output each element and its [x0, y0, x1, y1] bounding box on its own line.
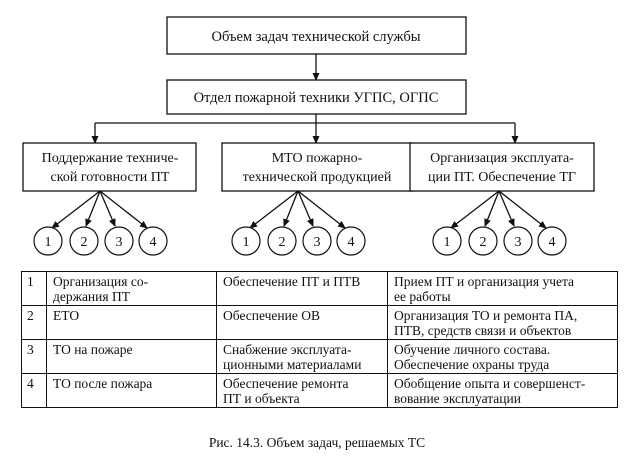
circle-1 [33, 226, 63, 256]
circle-1 [432, 226, 462, 256]
table-row: 3 ТО на пожаре Снабжение эксплуата-ционн… [21, 339, 618, 374]
table-row: 1 Организация со-держания ПТ Обеспечение… [21, 271, 618, 306]
circle-4 [537, 226, 567, 256]
branch-2-line-1: МТО пожарно- [272, 151, 363, 166]
table-cell: Снабжение эксплуата-ционными материалами [216, 339, 388, 374]
circle-2 [69, 226, 99, 256]
cell-line: Прием ПТ и организация учета [394, 274, 575, 289]
circle-label-1: 1 [444, 235, 451, 250]
circle-label-4: 4 [348, 235, 355, 250]
circle-label-2: 2 [279, 235, 286, 250]
fan-arrow [498, 190, 515, 227]
org-chart-diagram: Объем задач технической службы Отдел пож… [22, 16, 595, 256]
table-cell: Обеспечение ПТ и ПТВ [216, 271, 388, 306]
cell-line: ТО на пожаре [53, 342, 133, 357]
cell-line: Обеспечение охраны труда [394, 357, 550, 372]
circle-label-3: 3 [314, 235, 321, 250]
circle-3 [104, 226, 134, 256]
fan-arrow [249, 190, 299, 229]
fan-arrow [51, 190, 101, 229]
row-number: 2 [21, 305, 47, 340]
circle-label-1: 1 [243, 235, 250, 250]
branch-box-3 [409, 142, 595, 192]
circle-2 [267, 226, 297, 256]
branch-3-fanout: 1 2 3 4 [432, 190, 567, 256]
row-number: 3 [21, 339, 47, 374]
figure-caption: Рис. 14.3. Объем задач, решаемых ТС [208, 435, 426, 450]
table-cell: Обобщение опыта и совершенст-вование экс… [387, 373, 618, 408]
tasks-table: 1 Организация со-держания ПТ Обеспечение… [21, 271, 618, 408]
fan-arrow [498, 190, 547, 229]
branch-1-line-1: Поддержание техниче- [42, 151, 179, 166]
second-box [166, 79, 467, 115]
fan-arrow [283, 190, 299, 227]
circle-label-1: 1 [45, 235, 52, 250]
table-cell: Организация ТО и ремонта ПА,ПТВ, средств… [387, 305, 618, 340]
row-number: 4 [21, 373, 47, 408]
branch-2-fanout: 1 2 3 4 [231, 190, 366, 256]
circle-label-4: 4 [549, 235, 556, 250]
circle-4 [336, 226, 366, 256]
cell-line: ПТ и объекта [223, 391, 300, 406]
fan-arrow [484, 190, 500, 227]
second-box-label: Отдел пожарной техники УГПС, ОГПС [194, 90, 439, 106]
cell-line: ЕТО [53, 308, 80, 323]
table-row: 2 ЕТО Обеспечение ОВ Организация ТО и ре… [21, 305, 618, 340]
circle-label-2: 2 [480, 235, 487, 250]
connectors [91, 54, 519, 144]
branch-1-line-2: ской готовности ПТ [51, 170, 170, 185]
circle-label-3: 3 [515, 235, 522, 250]
fan-arrow [297, 190, 346, 229]
circle-3 [503, 226, 533, 256]
cell-line: Обеспечение ПТ и ПТВ [223, 274, 361, 289]
circle-4 [138, 226, 168, 256]
circle-2 [468, 226, 498, 256]
cell-line: Обеспечение ОВ [223, 308, 320, 323]
table-cell: Организация со-держания ПТ [46, 271, 217, 306]
table-cell: ЕТО [46, 305, 217, 340]
branch-box-2 [221, 142, 413, 192]
circle-label-3: 3 [116, 235, 123, 250]
cell-line: Организация со- [53, 274, 149, 289]
fan-arrow [99, 190, 148, 229]
circle-1 [231, 226, 261, 256]
top-box [166, 16, 467, 55]
cell-line: Обеспечение ремонта [223, 376, 349, 391]
branch-1-fanout: 1 2 3 4 [33, 190, 168, 256]
branch-box-1 [22, 142, 197, 192]
fan-arrow [297, 190, 314, 227]
cell-line: Снабжение эксплуата- [223, 342, 352, 357]
fan-arrow [85, 190, 101, 227]
cell-line: ее работы [394, 289, 451, 304]
branch-2-line-2: технической продукцией [243, 170, 392, 185]
cell-line: Обобщение опыта и совершенст- [394, 376, 586, 391]
table-cell: Обеспечение ОВ [216, 305, 388, 340]
cell-line: держания ПТ [53, 289, 130, 304]
fan-arrow [450, 190, 500, 229]
cell-line: Организация ТО и ремонта ПА, [394, 308, 578, 323]
top-box-label: Объем задач технической службы [211, 29, 420, 45]
circle-3 [302, 226, 332, 256]
table-cell: ТО на пожаре [46, 339, 217, 374]
table-cell: Обучение личного состава.Обеспечение охр… [387, 339, 618, 374]
cell-line: ПТВ, средств связи и объектов [394, 323, 572, 338]
table-cell: ТО после пожара [46, 373, 217, 408]
row-number: 1 [21, 271, 47, 306]
circle-label-4: 4 [150, 235, 157, 250]
branch-3-line-1: Организация эксплуата- [430, 151, 574, 166]
circle-label-2: 2 [81, 235, 88, 250]
cell-line: ТО после пожара [53, 376, 153, 391]
cell-line: вование эксплуатации [394, 391, 521, 406]
branch-3-line-2: ции ПТ. Обеспечение ТГ [428, 170, 576, 185]
cell-line: ционными материалами [223, 357, 362, 372]
fan-arrow [99, 190, 116, 227]
cell-line: Обучение личного состава. [394, 342, 551, 357]
